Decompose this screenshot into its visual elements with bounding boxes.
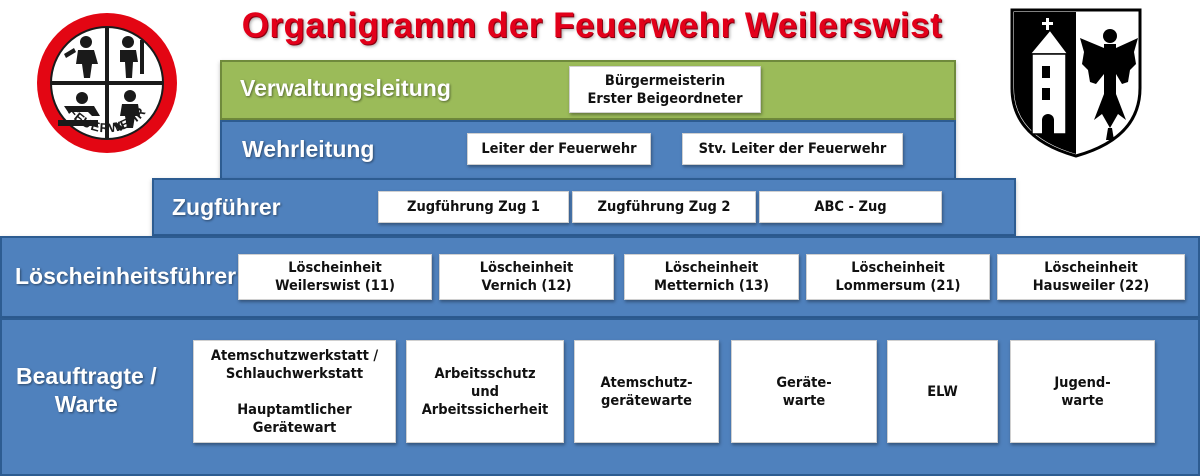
box-atemschutzwerkstatt: Atemschutzwerkstatt / Schlauchwerkstatt … bbox=[193, 340, 396, 443]
box-stv-leiter-der-feuerwehr: Stv. Leiter der Feuerwehr bbox=[682, 133, 903, 165]
box-loescheinheit-lommersum: Löscheinheit Lommersum (21) bbox=[806, 254, 990, 300]
box-buergermeisterin: Bürgermeisterin Erster Beigeordneter bbox=[569, 66, 761, 113]
box-loescheinheit-weilerswist: Löscheinheit Weilerswist (11) bbox=[238, 254, 432, 300]
coat-of-arms-icon bbox=[1010, 8, 1142, 158]
level-label-zugfuehrer: Zugführer bbox=[172, 194, 281, 220]
box-elw: ELW bbox=[887, 340, 998, 443]
box-loescheinheit-vernich: Löscheinheit Vernich (12) bbox=[439, 254, 614, 300]
coat-of-arms bbox=[1010, 8, 1142, 158]
box-zugfuehrung-zug-2: Zugführung Zug 2 bbox=[572, 191, 756, 223]
level-label-loescheinheitsfuehrer: Löscheinheitsführer bbox=[15, 263, 237, 289]
box-loescheinheit-metternich: Löscheinheit Metternich (13) bbox=[624, 254, 799, 300]
box-arbeitsschutz: Arbeitsschutz und Arbeitssicherheit bbox=[406, 340, 564, 443]
feuerwehr-logo: FEUERWEHR bbox=[34, 10, 180, 156]
page-title: Organigramm der Feuerwehr Weilerswist bbox=[241, 6, 943, 45]
box-abc-zug: ABC - Zug bbox=[759, 191, 942, 223]
box-loescheinheit-hausweiler: Löscheinheit Hausweiler (22) bbox=[997, 254, 1185, 300]
box-jugendwarte: Jugend- warte bbox=[1010, 340, 1155, 443]
box-geraetewarte: Geräte- warte bbox=[731, 340, 877, 443]
box-leiter-der-feuerwehr: Leiter der Feuerwehr bbox=[467, 133, 651, 165]
level-label-verwaltungsleitung: Verwaltungsleitung bbox=[240, 75, 451, 101]
box-atemschutzgeraetewarte: Atemschutz- gerätewarte bbox=[574, 340, 719, 443]
feuerwehr-emblem-icon: FEUERWEHR bbox=[37, 13, 177, 153]
box-zugfuehrung-zug-1: Zugführung Zug 1 bbox=[378, 191, 569, 223]
level-label-beauftragte-warte: Beauftragte / Warte bbox=[16, 363, 157, 417]
level-label-wehrleitung: Wehrleitung bbox=[242, 136, 375, 162]
